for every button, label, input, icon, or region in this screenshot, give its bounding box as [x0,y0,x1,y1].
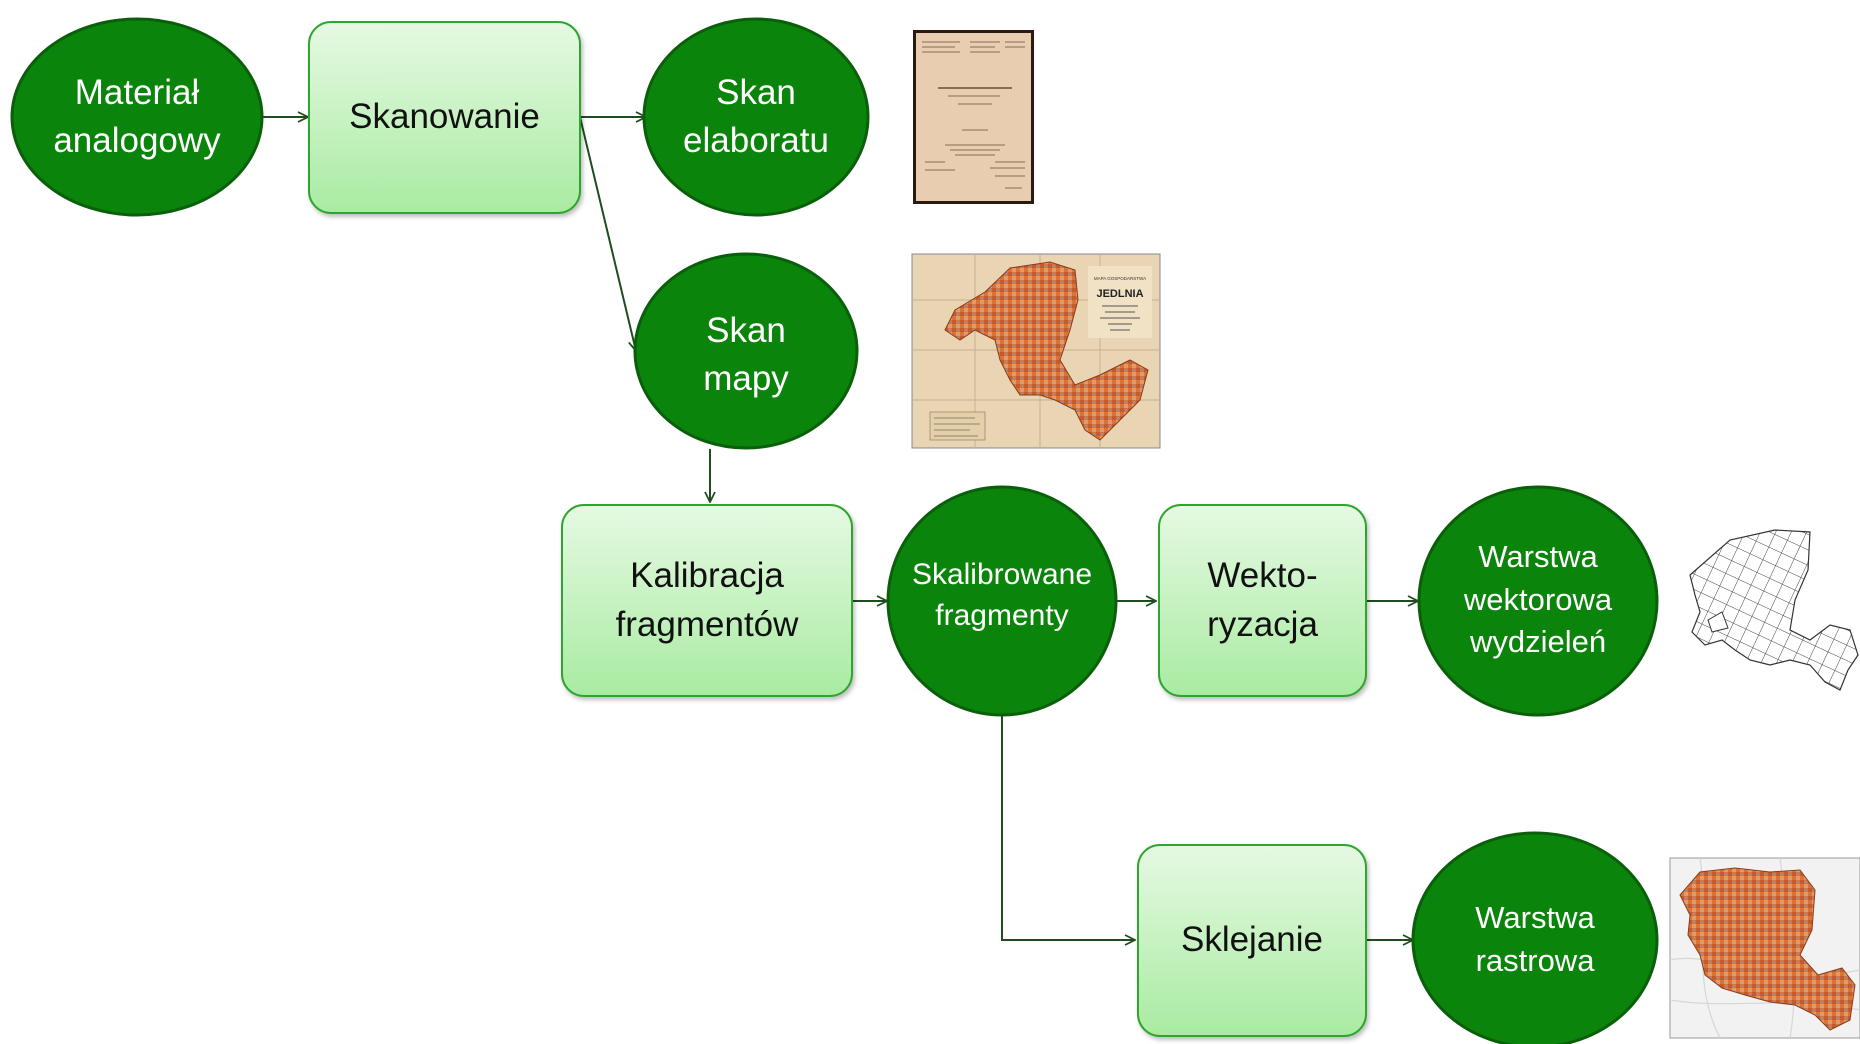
arrow-skalibrowane-to-sklejanie [1001,715,1135,940]
sklejanie-box [1137,844,1367,1037]
arrow-skanowanie-to-skan-mapy [579,116,636,351]
skanowanie-box [308,21,581,214]
document-scan-thumbnail [913,30,1034,204]
map-scan-thumbnail: MAPA GOSPODARSTWA JEDLNIA [911,253,1161,449]
vector-layer-thumbnail [1689,529,1859,691]
connectors [262,117,1418,940]
map-title-line2: JEDLNIA [1096,288,1143,300]
kalibracja-box [561,504,853,697]
map-title-line1: MAPA GOSPODARSTWA [1094,276,1146,281]
raster-layer-thumbnail [1669,857,1860,1039]
skan-elaboratu-oval [642,17,870,217]
skan-mapy-oval [633,252,859,450]
warstwa-rastrowa-oval [1411,831,1659,1044]
wektoryzacja-box [1158,504,1367,697]
warstwa-wektorowa-oval [1417,485,1659,717]
skalibrowane-oval [886,485,1118,717]
material-oval [10,17,264,217]
